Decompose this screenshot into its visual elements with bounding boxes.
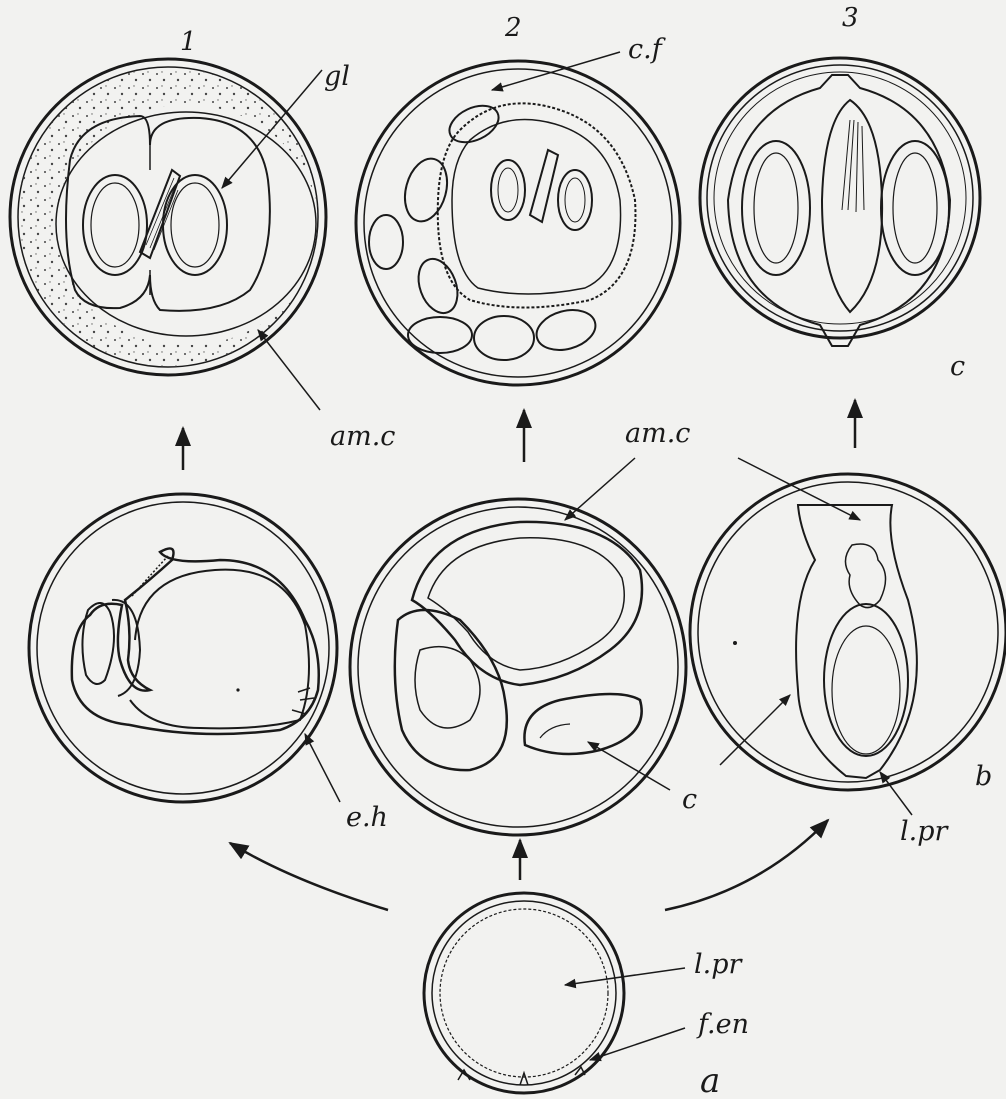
pointer-eh: [305, 734, 340, 802]
label-gl: gl: [324, 61, 350, 92]
arrow-a-to-b: [665, 820, 828, 910]
label-c-top: c: [950, 351, 965, 382]
embryo-stage-3: [700, 58, 980, 346]
label-lpr-mid: l.pr: [900, 816, 950, 847]
pointer-amc-mid-1: [565, 458, 635, 520]
arrow-a-to-left: [230, 843, 388, 910]
pointer-fen: [590, 1028, 685, 1060]
pointer-amc-left: [258, 330, 320, 410]
stage-number-1: 1: [180, 27, 197, 57]
label-cf: c.f: [628, 34, 666, 65]
embryo-middle-left: [29, 494, 337, 802]
label-lpr-bottom: l.pr: [694, 949, 744, 980]
stage-number-3: 3: [842, 3, 859, 33]
stage-number-2: 2: [504, 13, 522, 43]
label-amc-left: am.c: [330, 421, 395, 452]
label-b: b: [975, 761, 992, 792]
embryo-a: [424, 893, 624, 1093]
label-c-mid: c: [682, 784, 697, 815]
embryo-stage-2: [356, 61, 680, 385]
label-a: a: [700, 1061, 720, 1099]
label-fen: f.en: [696, 1009, 749, 1040]
embryo-stage-1: [10, 59, 326, 375]
label-amc-mid: am.c: [625, 418, 690, 449]
pointer-lpr-bottom: [565, 968, 685, 985]
embryo-middle-center: [350, 499, 686, 835]
label-eh: e.h: [346, 802, 388, 833]
embryo-b: [690, 474, 1006, 790]
pointer-c-2: [720, 695, 790, 765]
